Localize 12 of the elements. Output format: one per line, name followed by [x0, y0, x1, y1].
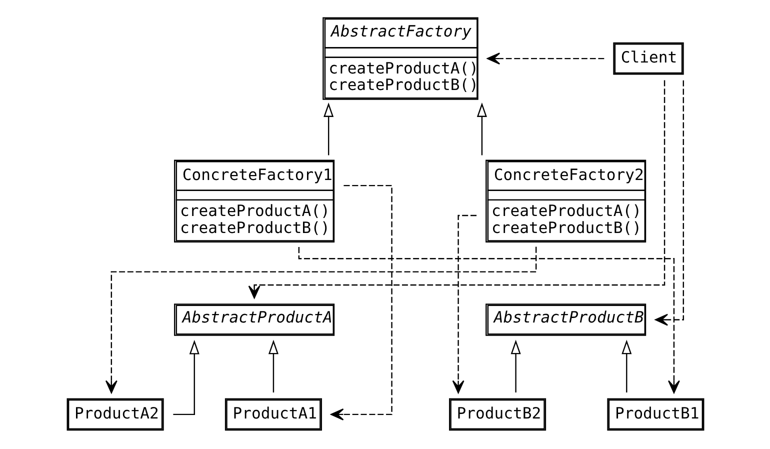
- arrow: [330, 184, 392, 420]
- arrow: [654, 80, 684, 326]
- arrow: [172, 340, 199, 416]
- arrow: [476, 102, 486, 156]
- arrow: [486, 52, 604, 65]
- arrow: [268, 340, 278, 392]
- arrow: [452, 214, 476, 394]
- arrow: [248, 80, 665, 299]
- arrow: [323, 102, 334, 156]
- arrow: [104, 246, 536, 394]
- arrow: [621, 340, 632, 392]
- arrow: [510, 340, 520, 392]
